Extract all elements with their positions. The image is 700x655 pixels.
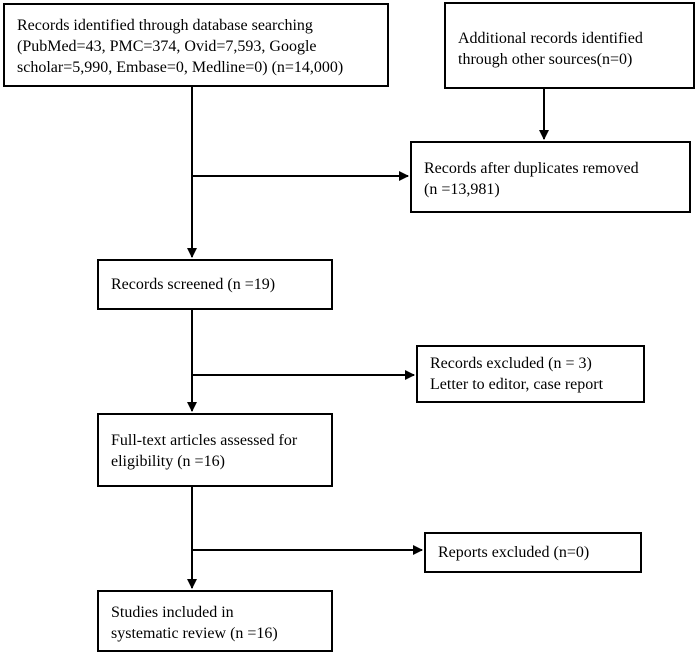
box-text-line: (n =13,981) — [424, 181, 500, 198]
full-text-assessed-box: Full-text articles assessed for eligibil… — [97, 413, 333, 487]
records-screened-box: Records screened (n =19) — [97, 259, 333, 310]
box-text-line: Studies included in — [111, 604, 234, 621]
box-text-line: Letter to editor, case report — [430, 376, 604, 393]
records-identified-box: Records identified through database sear… — [3, 3, 389, 87]
studies-included-box: Studies included in systematic review (n… — [97, 590, 333, 652]
box-text-line: Records after duplicates removed — [424, 160, 639, 177]
box-text-line: Full-text articles assessed for — [111, 432, 298, 449]
reports-excluded-box: Reports excluded (n=0) — [424, 532, 642, 573]
box-text-line: through other sources(n=0) — [458, 51, 633, 68]
box-text-line: scholar=5,990, Embase=0, Medline=0) (n=1… — [17, 59, 344, 76]
box-text-line: Records identified through database sear… — [17, 17, 313, 34]
additional-records-box: Additional records identified through ot… — [444, 2, 695, 89]
box-text-line: Records excluded (n = 3) — [430, 355, 592, 372]
duplicates-removed-box: Records after duplicates removed (n =13,… — [410, 141, 691, 213]
box-text-line: systematic review (n =16) — [111, 625, 278, 642]
box-text-line: Additional records identified — [458, 30, 643, 47]
box-text-line: Records screened (n =19) — [111, 276, 276, 293]
box-text-line: (PubMed=43, PMC=374, Ovid=7,593, Google — [17, 38, 317, 55]
records-excluded-box: Records excluded (n = 3) Letter to edito… — [416, 345, 645, 403]
box-text-line: Reports excluded (n=0) — [438, 544, 590, 561]
box-text-line: eligibility (n =16) — [111, 453, 225, 470]
